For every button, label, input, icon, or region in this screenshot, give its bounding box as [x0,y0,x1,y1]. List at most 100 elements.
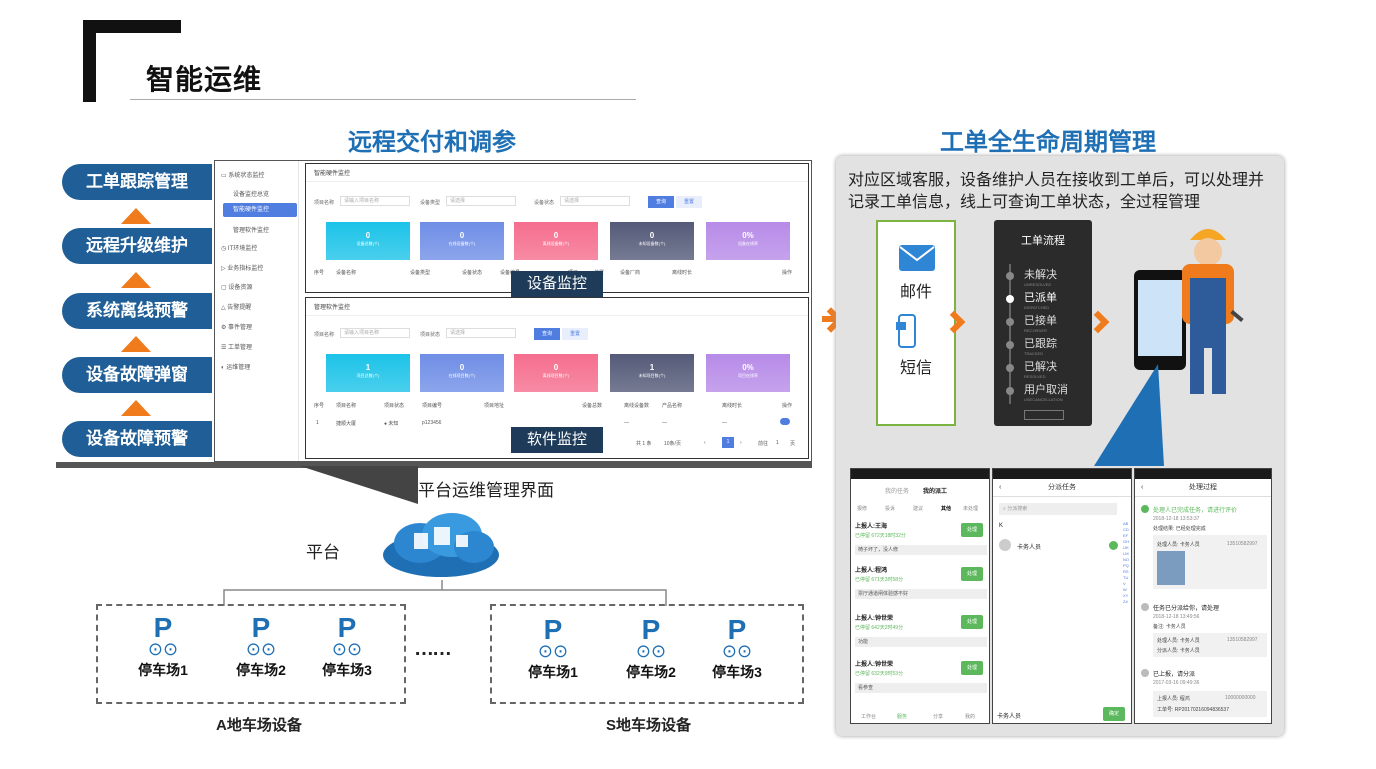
back-icon[interactable]: ‹ [1141,484,1144,491]
sidebar-item-alarm[interactable]: △ 告警提醒 [221,305,252,311]
parking-lot-label: 停车场2 [236,662,286,678]
subtab[interactable]: 建议 [913,506,924,512]
table-cell: — [624,420,629,426]
col-header: 离线时长 [722,403,743,409]
ellipsis: …… [414,638,452,660]
project-status-select[interactable]: 请选择 [446,328,516,338]
sidebar-item-it[interactable]: ◷ IT环境监控 [221,246,258,252]
check-icon[interactable] [1109,541,1118,550]
device-status-select[interactable]: 请选择 [560,196,630,206]
tab-my-tasks[interactable]: 我的任务 [885,489,910,495]
notify-channels: 邮件 短信 [876,220,956,426]
parking-lot-label: 停车场1 [528,664,578,680]
person-name[interactable]: 卡务人员 [1017,545,1042,551]
step-dot [1006,318,1014,326]
process-line: 处理人员: 卡务人员 [1157,638,1200,644]
device-type-select[interactable]: 请选择 [446,196,516,206]
channel-email: 邮件 [899,284,932,301]
car-icon: ⊙⊙ [721,641,753,661]
page-button[interactable]: 1 [722,437,734,448]
parking-car-icon: P [543,614,563,645]
up-arrow-icon [121,400,151,416]
prev-page-icon[interactable]: ‹ [704,440,706,446]
panel-title: 管理软件监控 [306,298,808,316]
status-filter-dropdown[interactable]: 未处理 [963,506,979,512]
reset-button[interactable]: 重置 [562,328,588,340]
goto-input[interactable]: 1 [776,440,779,446]
filter-label: 设备状态 [534,200,555,206]
nav-service[interactable]: 服务 [897,714,908,720]
parking-car-icon: P [727,614,747,645]
phone-sms-icon [896,314,916,348]
photo-thumbnail[interactable] [1157,551,1185,585]
subtab[interactable]: 报修 [857,506,868,512]
next-page-icon[interactable]: › [740,440,742,446]
alpha-index[interactable]: ABCDEFGHIJKLMNOPQRSTUVWXYZ# [1123,521,1129,604]
sidebar-sub-active[interactable]: 智能硬件监控 [223,203,297,217]
sidebar-item-business[interactable]: ▷ 业务指标监控 [221,266,264,272]
handle-button[interactable]: 处理 [961,523,983,537]
search-input[interactable]: ⌕ 分派搜索 [999,503,1117,515]
sidebar-item-tickets[interactable]: ☰ 工单管理 [221,345,253,351]
smartphone-icon [1134,270,1186,370]
page-title: 智能运维 [146,64,263,95]
table-cell[interactable]: 捷顺大厦 [336,421,357,427]
parking-lot: P ⊙⊙ 停车场2 [226,614,296,680]
sidebar-sub-software[interactable]: 管理软件监控 [233,228,270,234]
screen-title: ‹分派任务 [993,479,1131,497]
callout-cone [300,466,418,504]
parking-car-icon: P [337,612,357,643]
parking-lot-label: 停车场2 [626,664,676,680]
nav-workbench[interactable]: 工作台 [861,714,877,720]
phone-screen-tasks: 我的任务 我的派工 报修 投诉 建议 其他 未处理 上报人:王海 已停留 672… [850,468,990,724]
cloud-platform-icon [383,513,499,577]
sidebar-item-events[interactable]: ⚙ 事件管理 [221,325,253,331]
back-icon[interactable]: ‹ [999,484,1002,491]
tag-fault-popup: 设备故障弹窗 [62,357,212,393]
sidebar-item-resources[interactable]: ▢ 设备资源 [221,285,253,291]
screen-base [56,462,812,468]
per-page-select[interactable]: 10条/页 [664,441,681,447]
parking-lot: P ⊙⊙ 停车场2 [616,616,686,682]
nav-mine[interactable]: 我的 [965,714,976,720]
subtab-active[interactable]: 其他 [941,506,952,512]
col-header: 序号 [314,403,325,409]
sidebar-sub-overview[interactable]: 设备监控总览 [233,192,270,198]
up-arrow-icon [121,208,151,224]
parking-car-icon: P [251,612,271,643]
reporter-name: 上报人:钟世荣 [855,616,893,622]
nav-share[interactable]: 分享 [933,714,944,720]
status-bar [993,469,1131,479]
step-dot [1141,669,1149,677]
confirm-button[interactable]: 确定 [1103,707,1125,721]
box-icon: ▢ [221,285,229,291]
handle-button[interactable]: 处理 [961,567,983,581]
project-name-input[interactable]: 请输入项目名称 [340,328,410,338]
view-icon[interactable] [780,418,790,425]
col-header: 项目编号 [422,403,443,409]
handle-button[interactable]: 处理 [961,661,983,675]
parking-car-icon: P [641,614,661,645]
col-header: 产品名称 [662,403,683,409]
col-header: 设备厂商 [620,270,641,276]
tab-my-dispatch[interactable]: 我的派工 [923,489,948,495]
subtab[interactable]: 投诉 [885,506,896,512]
group-a-label: A地车场设备 [216,717,302,734]
reset-button[interactable]: 重置 [676,196,702,208]
handle-button[interactable]: 处理 [961,615,983,629]
project-name-input[interactable]: 请输入项目名称 [340,196,410,206]
sidebar-item-status[interactable]: ▭ 系统状态监控 [221,173,265,179]
connector-lines [223,580,667,606]
step-dot [1006,341,1014,349]
sidebar-item-ops[interactable]: ◐ 运维管理 [221,365,251,371]
query-button[interactable]: 查询 [648,196,674,208]
stay-time: 已停留 671天3时58分 [855,577,904,583]
process-line: 处理结果: 已经处理完成 [1153,526,1206,532]
query-button[interactable]: 查询 [534,328,560,340]
up-arrow-icon [121,336,151,352]
